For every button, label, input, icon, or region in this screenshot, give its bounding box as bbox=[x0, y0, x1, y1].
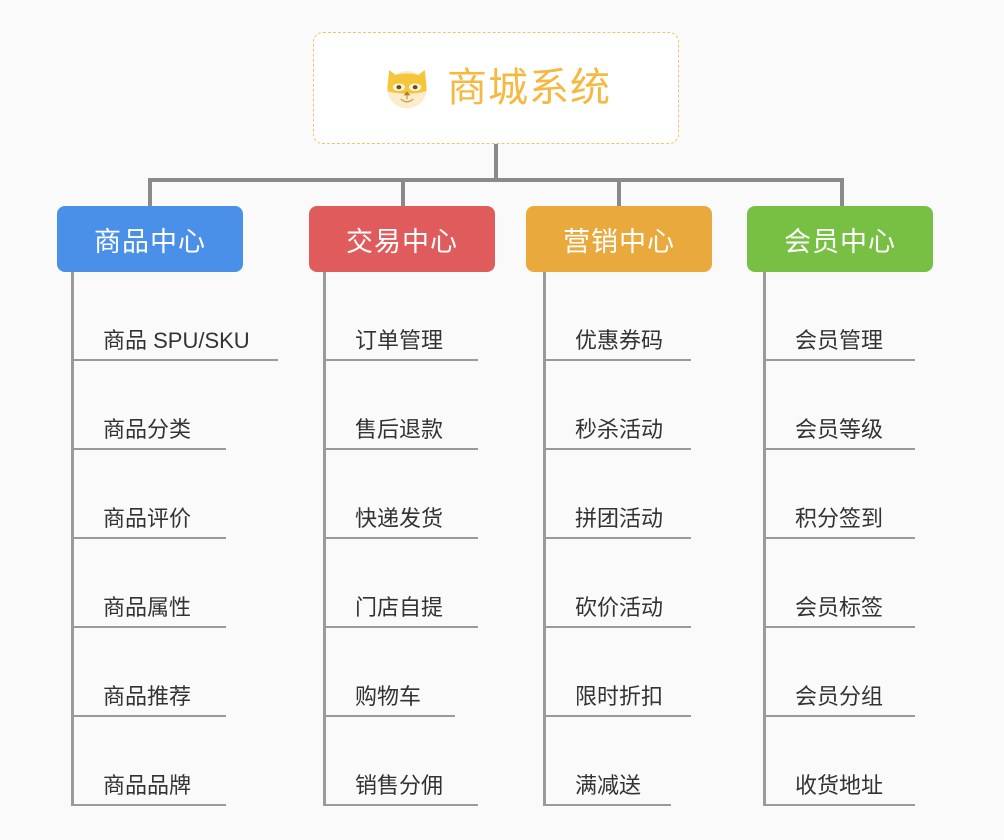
leaf-label: 门店自提 bbox=[355, 595, 444, 620]
leaf-item[interactable]: 满减送 bbox=[543, 717, 783, 806]
category-label-4: 会员中心 bbox=[784, 226, 896, 257]
leaf-label: 满减送 bbox=[575, 773, 642, 798]
leaf-label: 售后退款 bbox=[355, 417, 444, 442]
category-box-4[interactable]: 会员中心 bbox=[747, 206, 933, 272]
leaf-label: 商品 SPU/SKU bbox=[103, 328, 250, 353]
leaf-underline bbox=[323, 626, 478, 628]
leaf-item[interactable]: 商品评价 bbox=[71, 450, 311, 539]
leaf-underline bbox=[543, 448, 691, 450]
leaf-underline bbox=[763, 537, 915, 539]
leaf-underline bbox=[323, 359, 478, 361]
leaf-label: 拼团活动 bbox=[575, 506, 664, 531]
leaf-label: 商品评价 bbox=[103, 506, 192, 531]
leaf-underline bbox=[71, 626, 226, 628]
leaf-label: 商品推荐 bbox=[103, 684, 192, 709]
leaf-underline bbox=[543, 626, 691, 628]
leaf-item[interactable]: 订单管理 bbox=[323, 272, 563, 361]
leaf-label: 积分签到 bbox=[795, 506, 884, 531]
branch-spine-1 bbox=[71, 272, 74, 806]
leaf-label: 商品属性 bbox=[103, 595, 192, 620]
leaf-item[interactable]: 会员等级 bbox=[763, 361, 1003, 450]
leaf-label: 订单管理 bbox=[355, 328, 444, 353]
leaf-underline bbox=[543, 804, 671, 806]
leaf-label: 商品分类 bbox=[103, 417, 192, 442]
leaf-item[interactable]: 商品分类 bbox=[71, 361, 311, 450]
category-box-2[interactable]: 交易中心 bbox=[309, 206, 495, 272]
category-label-3: 营销中心 bbox=[563, 226, 675, 257]
leaf-underline bbox=[71, 537, 226, 539]
leaf-item[interactable]: 快递发货 bbox=[323, 450, 563, 539]
leaf-item[interactable]: 商品推荐 bbox=[71, 628, 311, 717]
leaf-item[interactable]: 会员管理 bbox=[763, 272, 1003, 361]
leaf-item[interactable]: 商品品牌 bbox=[71, 717, 311, 806]
connector-horizontal-bus bbox=[148, 178, 844, 182]
leaf-label: 秒杀活动 bbox=[575, 417, 664, 442]
leaf-item[interactable]: 商品 SPU/SKU bbox=[71, 272, 311, 361]
leaf-underline bbox=[323, 804, 478, 806]
leaf-label: 会员等级 bbox=[795, 417, 884, 442]
branch-column-2: 订单管理 售后退款 快递发货 门店自提 购物车 销售分佣 bbox=[323, 272, 563, 806]
leaf-label: 收货地址 bbox=[795, 773, 884, 798]
leaf-item[interactable]: 销售分佣 bbox=[323, 717, 563, 806]
root-node[interactable]: 商城系统 bbox=[313, 32, 679, 144]
leaf-underline bbox=[763, 626, 915, 628]
leaf-underline bbox=[763, 715, 915, 717]
leaf-label: 快递发货 bbox=[355, 506, 444, 531]
leaf-item[interactable]: 商品属性 bbox=[71, 539, 311, 628]
leaf-underline bbox=[323, 715, 455, 717]
leaf-label: 购物车 bbox=[355, 684, 422, 709]
connector-drop-2 bbox=[401, 178, 405, 208]
leaf-underline bbox=[763, 359, 915, 361]
category-box-3[interactable]: 营销中心 bbox=[526, 206, 712, 272]
leaf-underline bbox=[71, 448, 226, 450]
branch-column-3: 优惠券码 秒杀活动 拼团活动 砍价活动 限时折扣 满减送 bbox=[543, 272, 783, 806]
root-title: 商城系统 bbox=[447, 66, 611, 110]
leaf-underline bbox=[543, 537, 691, 539]
leaf-underline bbox=[323, 537, 478, 539]
leaf-label: 会员分组 bbox=[795, 684, 884, 709]
branch-spine-4 bbox=[763, 272, 766, 806]
branch-spine-2 bbox=[323, 272, 326, 806]
leaf-underline bbox=[71, 359, 278, 361]
leaf-item[interactable]: 优惠券码 bbox=[543, 272, 783, 361]
leaf-label: 商品品牌 bbox=[103, 773, 192, 798]
leaf-item[interactable]: 秒杀活动 bbox=[543, 361, 783, 450]
leaf-label: 销售分佣 bbox=[355, 773, 444, 798]
branch-column-4: 会员管理 会员等级 积分签到 会员标签 会员分组 收货地址 bbox=[763, 272, 1003, 806]
leaf-underline bbox=[71, 715, 226, 717]
category-label-2: 交易中心 bbox=[346, 226, 458, 257]
leaf-item[interactable]: 限时折扣 bbox=[543, 628, 783, 717]
leaf-item[interactable]: 拼团活动 bbox=[543, 450, 783, 539]
leaf-item[interactable]: 积分签到 bbox=[763, 450, 1003, 539]
leaf-label: 限时折扣 bbox=[575, 684, 664, 709]
leaf-item[interactable]: 会员分组 bbox=[763, 628, 1003, 717]
leaf-underline bbox=[543, 715, 691, 717]
branch-column-1: 商品 SPU/SKU 商品分类 商品评价 商品属性 商品推荐 商品品牌 bbox=[71, 272, 311, 806]
leaf-item[interactable]: 砍价活动 bbox=[543, 539, 783, 628]
connector-drop-3 bbox=[617, 178, 621, 208]
shiba-dog-icon bbox=[387, 70, 427, 109]
leaf-item[interactable]: 收货地址 bbox=[763, 717, 1003, 806]
leaf-item[interactable]: 购物车 bbox=[323, 628, 563, 717]
leaf-label: 砍价活动 bbox=[575, 595, 664, 620]
leaf-underline bbox=[323, 448, 478, 450]
connector-drop-4 bbox=[840, 178, 844, 208]
leaf-item[interactable]: 会员标签 bbox=[763, 539, 1003, 628]
leaf-item[interactable]: 售后退款 bbox=[323, 361, 563, 450]
connector-drop-1 bbox=[148, 178, 152, 208]
leaf-underline bbox=[763, 448, 915, 450]
leaf-underline bbox=[543, 359, 691, 361]
leaf-underline bbox=[71, 804, 226, 806]
leaf-item[interactable]: 门店自提 bbox=[323, 539, 563, 628]
leaf-label: 会员标签 bbox=[795, 595, 884, 620]
branch-spine-3 bbox=[543, 272, 546, 806]
leaf-label: 会员管理 bbox=[795, 328, 884, 353]
leaf-underline bbox=[763, 804, 915, 806]
category-box-1[interactable]: 商品中心 bbox=[57, 206, 243, 272]
connector-root-stem bbox=[494, 144, 498, 180]
leaf-label: 优惠券码 bbox=[575, 328, 664, 353]
category-label-1: 商品中心 bbox=[94, 226, 206, 257]
